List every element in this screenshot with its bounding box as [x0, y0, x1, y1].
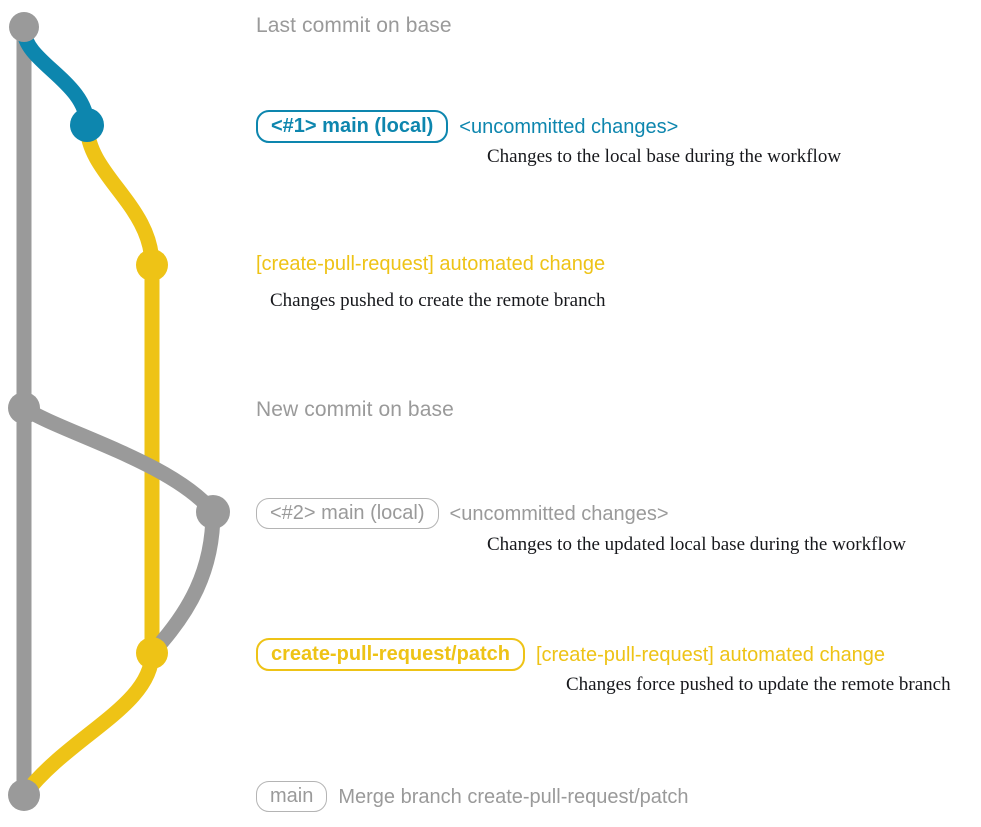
- row-local-commit-1: <#1> main (local) <uncommitted changes>: [256, 110, 678, 143]
- ref-badge-main-local-2[interactable]: <#2> main (local): [256, 498, 439, 529]
- row-patch-update: create-pull-request/patch [create-pull-r…: [256, 638, 885, 671]
- heading-label: Last commit on base: [256, 14, 452, 37]
- ref-badge-main[interactable]: main: [256, 781, 328, 812]
- row-new-commit-on-base: New commit on base: [256, 398, 454, 422]
- commit-node-base-last: [9, 12, 39, 42]
- note-patch-update: Changes force pushed to update the remot…: [566, 674, 951, 695]
- commit-node-base-new: [8, 392, 40, 424]
- note-patch-create: Changes pushed to create the remote bran…: [270, 290, 606, 311]
- ref-badge-main-local-1[interactable]: <#1> main (local): [256, 110, 449, 143]
- commit-node-local-2: [196, 495, 230, 529]
- commit-node-patch-create: [136, 249, 168, 281]
- row-merge-commit: main Merge branch create-pull-request/pa…: [256, 781, 689, 812]
- row-patch-create: [create-pull-request] automated change: [256, 253, 605, 275]
- row-local-commit-2: <#2> main (local) <uncommitted changes>: [256, 498, 669, 529]
- edge-base-to-local1: [16, 22, 95, 133]
- commit-subject-automated-change-create: [create-pull-request] automated change: [256, 253, 606, 275]
- note-local-commit-2: Changes to the updated local base during…: [487, 534, 906, 555]
- commit-subject-uncommitted-1: <uncommitted changes>: [459, 115, 679, 138]
- commit-nodes: [8, 12, 230, 811]
- edge-base-to-local2: [16, 400, 221, 520]
- edge-local1-to-patch1: [79, 117, 160, 273]
- commit-subject-uncommitted-2: <uncommitted changes>: [449, 502, 669, 525]
- commit-node-patch-update: [136, 637, 168, 669]
- ref-badge-create-pull-request-patch[interactable]: create-pull-request/patch: [256, 638, 525, 671]
- note-local-commit-1: Changes to the local base during the wor…: [487, 146, 842, 167]
- commit-node-merge: [8, 779, 40, 811]
- commit-subject-automated-change-update: [create-pull-request] automated change: [535, 643, 886, 666]
- row-last-commit-on-base: Last commit on base: [256, 14, 452, 38]
- edge-patch2-to-merge: [16, 645, 160, 803]
- commit-subject-merge-branch: Merge branch create-pull-request/patch: [338, 785, 689, 808]
- edge-local2-to-patch2: [144, 504, 221, 661]
- commit-node-local-1: [70, 108, 104, 142]
- heading-label-2: New commit on base: [256, 398, 454, 421]
